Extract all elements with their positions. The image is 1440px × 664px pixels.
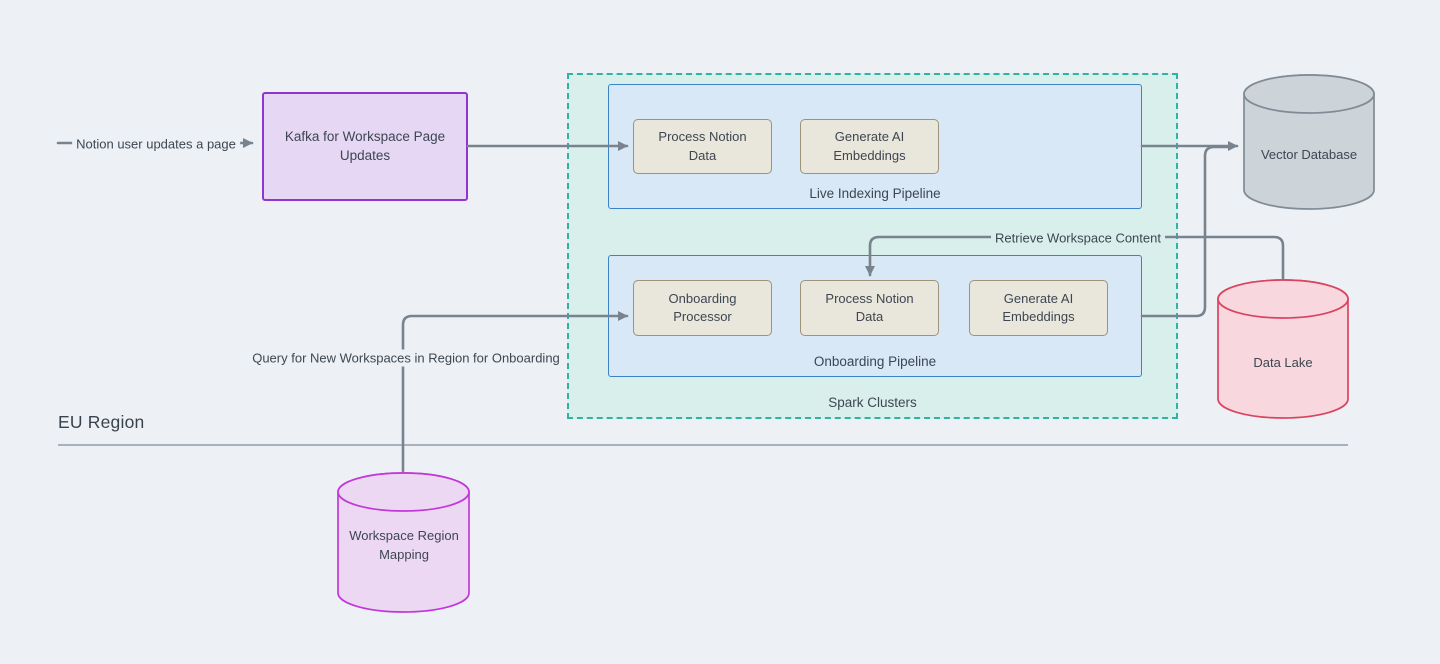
onboarding-process-notion-data-node: Process Notion Data xyxy=(800,280,939,336)
onboarding-pipeline-label: Onboarding Pipeline xyxy=(813,354,937,369)
workspace-region-mapping-label: Workspace Region Mapping xyxy=(349,528,459,562)
onboarding-processor-node: Onboarding Processor xyxy=(633,280,772,336)
edge-region-mapping-to-onboarding xyxy=(401,311,629,473)
edge-onboarding-pipeline-to-vector-db xyxy=(1140,145,1234,318)
live-generate-ai-embeddings-node: Generate AI Embeddings xyxy=(800,119,939,174)
spark-clusters-label: Spark Clusters xyxy=(828,395,917,410)
vector-database-label: Vector Database xyxy=(1260,146,1358,162)
edge-label-query-new-workspaces: Query for New Workspaces in Region for O… xyxy=(248,349,564,367)
onboarding-generate-ai-embeddings-node: Generate AI Embeddings xyxy=(969,280,1108,336)
kafka-node: Kafka for Workspace Page Updates xyxy=(262,92,468,201)
vector-database-cylinder xyxy=(1243,74,1375,210)
eu-region-label: EU Region xyxy=(58,412,145,432)
edge-label-user-update: Notion user updates a page xyxy=(72,135,240,153)
data-lake-label: Data Lake xyxy=(1253,354,1313,370)
edge-label-retrieve-workspace-content: Retrieve Workspace Content xyxy=(991,229,1165,247)
workspace-region-mapping-cylinder xyxy=(337,472,470,613)
data-lake-cylinder xyxy=(1217,279,1349,419)
live-indexing-pipeline-label: Live Indexing Pipeline xyxy=(809,186,941,201)
live-process-notion-data-node: Process Notion Data xyxy=(633,119,772,174)
